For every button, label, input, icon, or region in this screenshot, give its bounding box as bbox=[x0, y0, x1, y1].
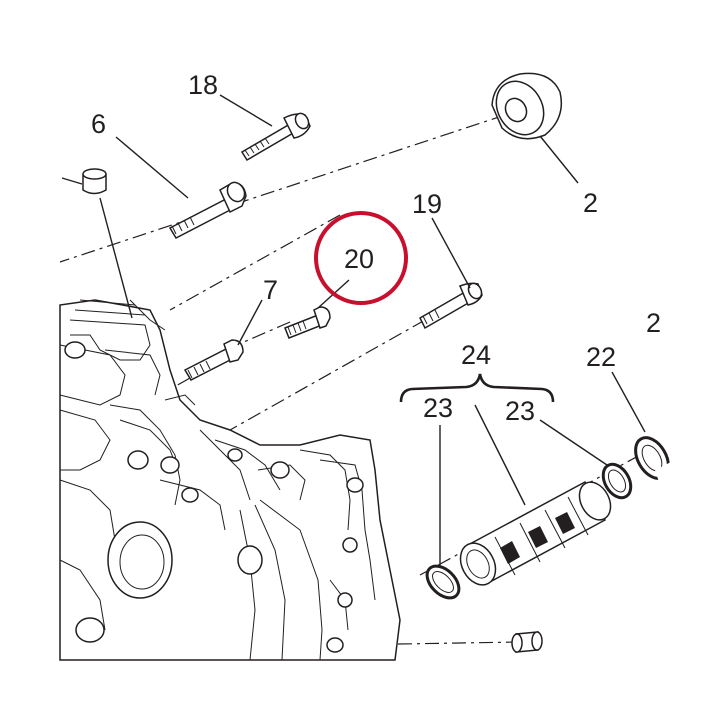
bolt-7 bbox=[183, 339, 244, 381]
leader-lines bbox=[115, 94, 646, 568]
callout-18: 18 bbox=[188, 70, 218, 100]
bracket-24 bbox=[399, 373, 555, 403]
filter-screen-24 bbox=[459, 480, 612, 586]
plug-2-top bbox=[491, 72, 563, 140]
bolt-6 bbox=[168, 181, 247, 239]
callout-20: 20 bbox=[344, 244, 374, 274]
highlight-circle bbox=[314, 211, 408, 305]
callout-7: 7 bbox=[263, 275, 278, 305]
callout-24: 24 bbox=[461, 340, 491, 370]
callout-2-top: 2 bbox=[583, 188, 598, 218]
o-ring-23-left bbox=[425, 564, 461, 600]
callout-22: 22 bbox=[586, 342, 616, 372]
callout-6: 6 bbox=[91, 109, 106, 139]
callout-2-right: 2 bbox=[646, 308, 661, 338]
o-ring-23-right bbox=[601, 462, 633, 500]
crankcase-housing bbox=[59, 299, 401, 661]
dowel-pin-left bbox=[61, 168, 133, 319]
bolt-19 bbox=[419, 282, 483, 330]
callout-23-left: 23 bbox=[423, 393, 453, 423]
bolt-20 bbox=[284, 306, 331, 339]
dowel-pin-bottom bbox=[511, 631, 543, 653]
bolt-18 bbox=[240, 112, 311, 162]
callout-23-right: 23 bbox=[505, 396, 535, 426]
seal-22 bbox=[634, 436, 675, 485]
callout-19: 19 bbox=[412, 189, 442, 219]
